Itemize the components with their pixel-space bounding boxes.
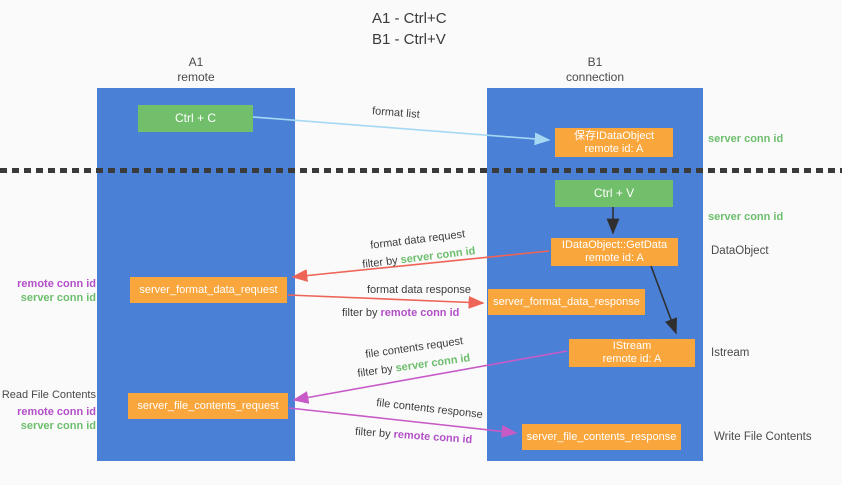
lifeline-b1-name: B1 [587, 55, 603, 69]
read-file-contents-annotation: Read File Contents [1, 389, 96, 401]
node-server-file-contents-request: server_file_contents_request [128, 393, 288, 419]
lifeline-a1-name: A1 [188, 55, 204, 69]
node-save-idataobject-line1: 保存IDataObject [573, 129, 655, 142]
node-ctrl-v: Ctrl + V [555, 180, 673, 207]
lifeline-a1-header: A1 remote [97, 55, 295, 85]
machine-separator-dashed-line [0, 168, 842, 173]
server-conn-id-text: server conn id [399, 245, 477, 267]
format-data-response-filter-label: filter by remote conn id [342, 307, 459, 319]
server-conn-id-annotation-top: server conn id [708, 133, 784, 145]
filter-by-text: filter by [356, 362, 397, 380]
node-server-format-data-response: server_format_data_response [488, 289, 645, 315]
filter-by-text: filter by [361, 254, 402, 271]
diagram-title: A1 - Ctrl+C B1 - Ctrl+V [372, 8, 447, 50]
node-ctrl-v-label: Ctrl + V [593, 186, 635, 200]
lifeline-a1-role: remote [177, 70, 215, 84]
node-server-file-contents-request-label: server_file_contents_request [137, 399, 279, 412]
remote-conn-id-annotation-format: remote conn id [17, 278, 96, 290]
format-list-label: format list [371, 105, 421, 121]
lifeline-b1-header: B1 connection [487, 55, 703, 85]
node-istream: IStream remote id: A [569, 339, 695, 367]
remote-conn-id-annotation-file: remote conn id [17, 406, 96, 418]
node-ctrl-c-label: Ctrl + C [174, 111, 216, 125]
node-idataobject-getdata-line2: remote id: A [585, 252, 644, 264]
node-server-file-contents-response-label: server_file_contents_response [526, 430, 677, 443]
dataobject-annotation: DataObject [711, 245, 769, 257]
server-conn-id-annotation-file: server conn id [20, 420, 96, 432]
file-contents-response-filter-label: filter by remote conn id [355, 426, 473, 446]
file-contents-response-label: file contents response [375, 396, 484, 422]
remote-conn-id-text: remote conn id [393, 428, 473, 447]
node-idataobject-getdata: IDataObject::GetData remote id: A [551, 238, 678, 266]
server-conn-id-text: server conn id [394, 352, 472, 375]
node-idataobject-getdata-line1: IDataObject::GetData [561, 239, 668, 251]
node-server-format-data-request-label: server_format_data_request [139, 283, 278, 296]
server-conn-id-annotation-mid: server conn id [708, 211, 784, 223]
node-server-format-data-request: server_format_data_request [130, 277, 287, 303]
format-data-response-label: format data response [367, 284, 471, 296]
node-save-idataobject: 保存IDataObject remote id: A [555, 128, 673, 157]
istream-annotation: Istream [711, 347, 750, 359]
node-istream-line1: IStream [612, 340, 652, 352]
node-server-format-data-response-label: server_format_data_response [493, 295, 640, 308]
remote-conn-id-text: remote conn id [380, 307, 460, 319]
filter-by-text: filter by [354, 425, 394, 441]
node-server-file-contents-response: server_file_contents_response [522, 424, 681, 450]
title-line-2: B1 - Ctrl+V [372, 31, 446, 48]
server-conn-id-annotation-format: server conn id [20, 292, 96, 304]
filter-by-text: filter by [342, 307, 381, 319]
node-ctrl-c: Ctrl + C [138, 105, 253, 132]
node-save-idataobject-line2: remote id: A [584, 142, 644, 155]
write-file-contents-annotation: Write File Contents [714, 431, 812, 443]
title-line-1: A1 - Ctrl+C [372, 10, 447, 27]
node-istream-line2: remote id: A [602, 353, 662, 365]
lifeline-b1-role: connection [565, 70, 625, 84]
format-data-response-arrow [287, 294, 485, 309]
